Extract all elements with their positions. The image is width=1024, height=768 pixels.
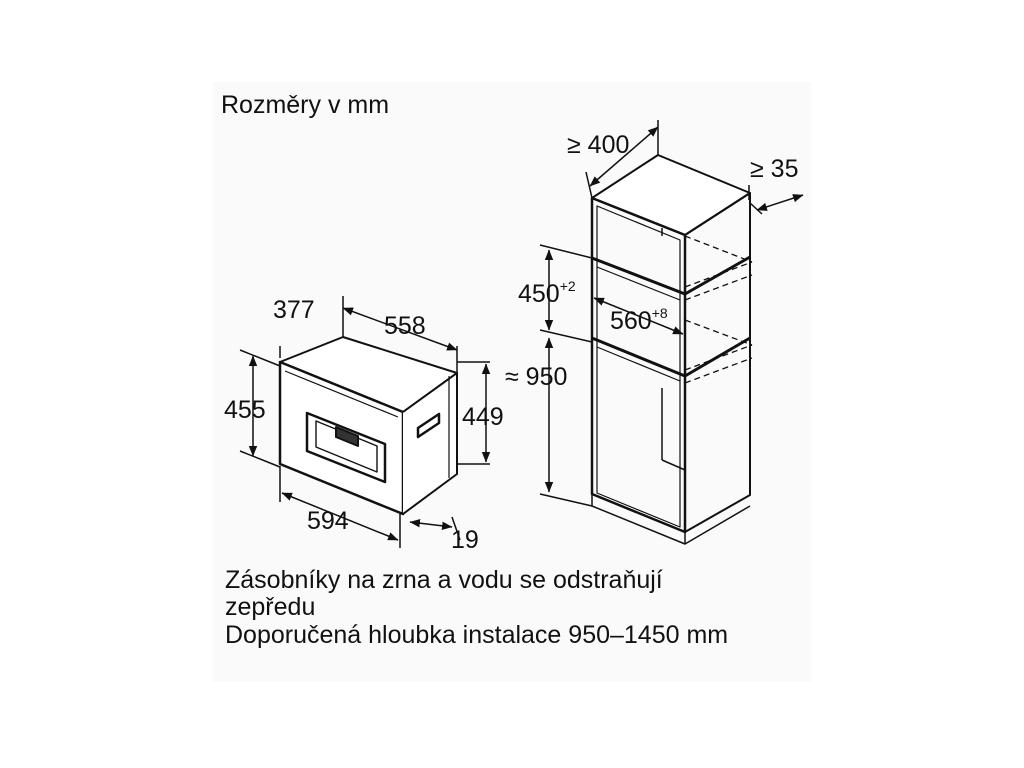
cabinet-drawing xyxy=(590,154,751,545)
appliance-drawing xyxy=(278,336,458,516)
label-cabinet-width-min: ≥ 400 xyxy=(567,131,629,159)
label-cabinet-gap-min: ≥ 35 xyxy=(750,155,798,183)
label-floor-height: ≈ 950 xyxy=(505,363,567,391)
note-line-3: Doporučená hloubka instalace 950–1450 mm xyxy=(225,621,729,649)
label-appliance-depth: 377 xyxy=(273,296,315,324)
label-appliance-front-offset: 19 xyxy=(451,526,479,554)
note-line-1: Zásobníky na zrna a vodu se odstraňují xyxy=(225,566,663,594)
appliance-dimension-lines xyxy=(239,296,491,548)
label-niche-width: 560+8 xyxy=(610,305,668,335)
cabinet-dimension-lines xyxy=(539,120,804,507)
label-appliance-width: 594 xyxy=(307,507,349,535)
diagram-title: Rozměry v mm xyxy=(221,91,389,119)
dimension-labels: 377 558 455 449 594 19 ≥ 400 ≥ 35 450+2 … xyxy=(224,131,798,554)
label-appliance-height-inner: 449 xyxy=(462,403,504,431)
note-line-2: zepředu xyxy=(225,593,316,621)
label-appliance-front-depth: 558 xyxy=(384,312,426,340)
label-niche-height: 450+2 xyxy=(518,278,576,308)
label-appliance-height: 455 xyxy=(224,396,266,424)
cabinet-dashed-lines xyxy=(684,235,753,384)
